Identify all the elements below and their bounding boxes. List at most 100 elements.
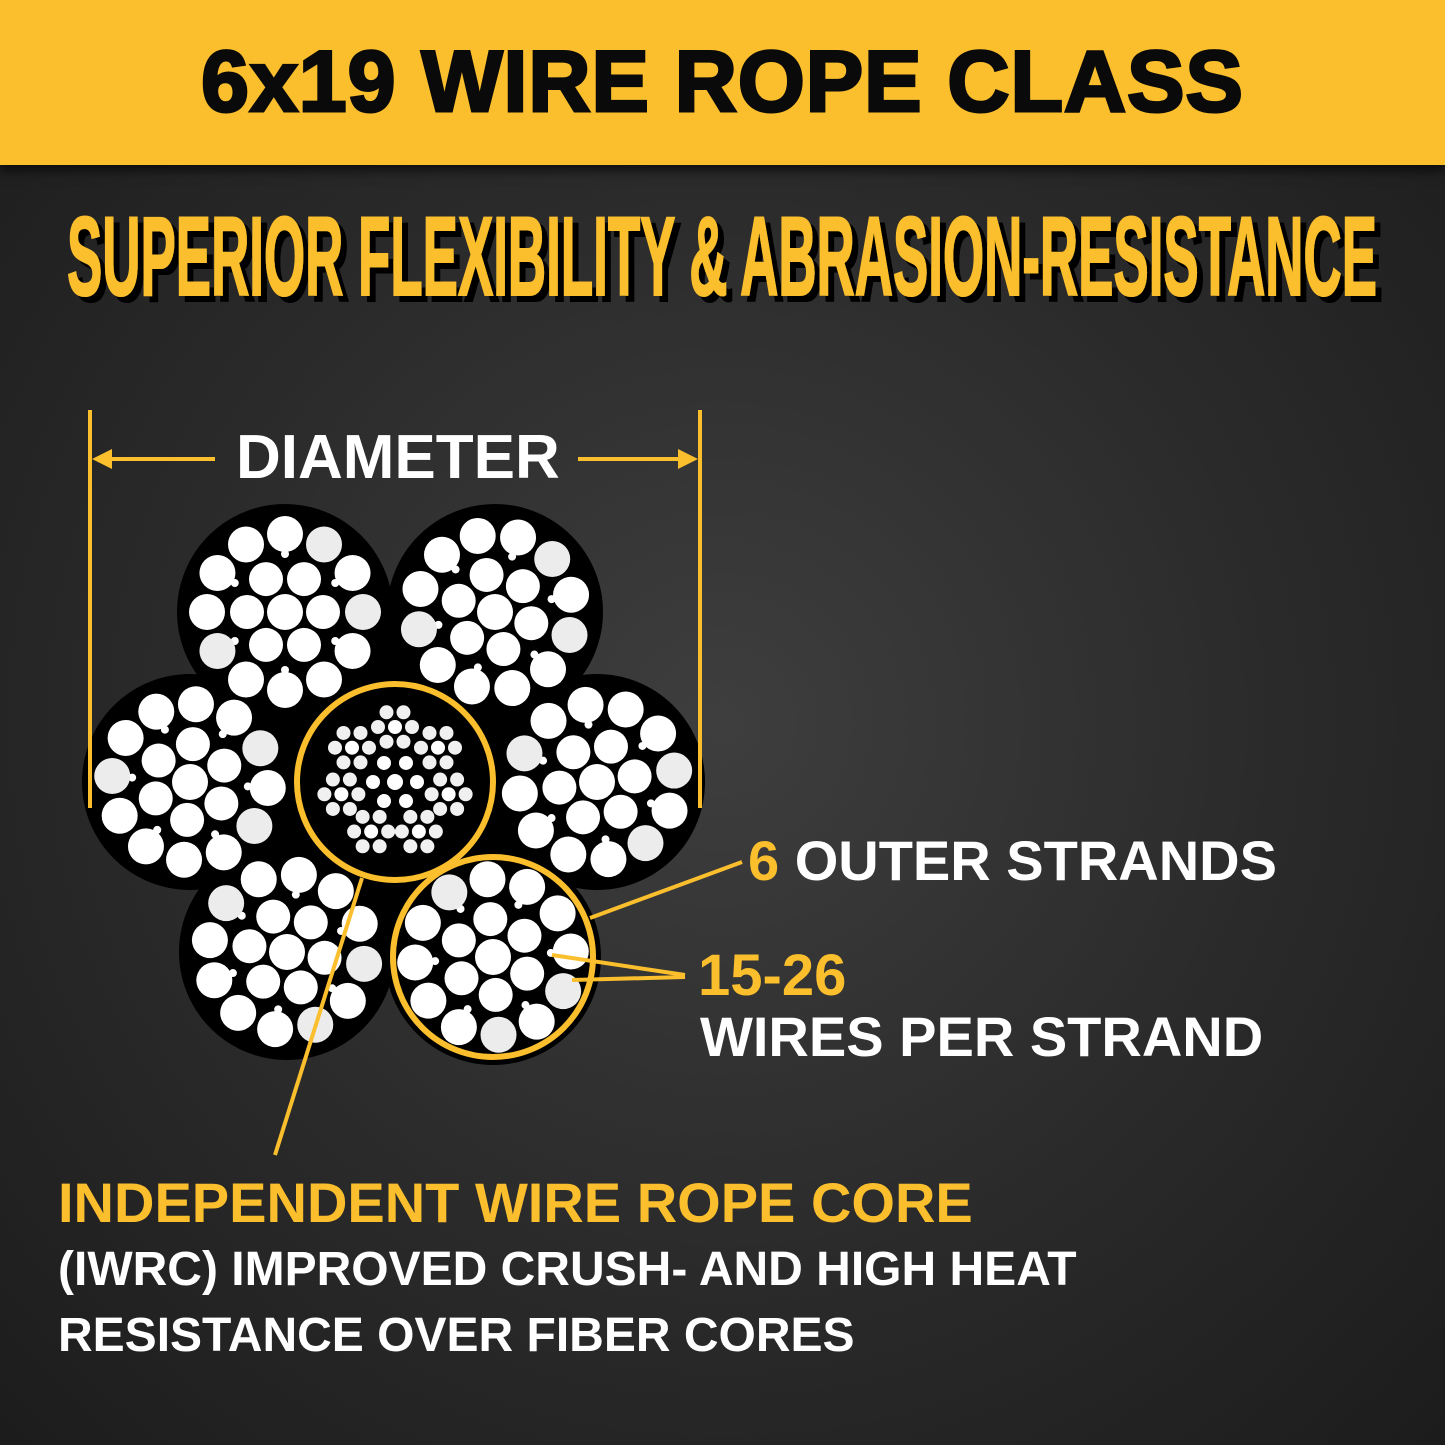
wire <box>199 633 236 669</box>
wire <box>240 861 277 898</box>
wire <box>450 620 485 655</box>
core-wire <box>342 801 357 816</box>
wire <box>441 923 476 958</box>
wire <box>402 570 439 607</box>
wire <box>552 933 589 970</box>
wire <box>550 836 587 873</box>
wire <box>500 519 537 556</box>
core-wire <box>450 772 465 787</box>
core-wire <box>403 809 418 824</box>
core-wire <box>433 772 448 787</box>
wire <box>249 627 283 662</box>
wire <box>334 555 371 591</box>
wire <box>607 691 644 728</box>
wire <box>242 730 279 767</box>
wire <box>141 743 176 778</box>
outer-strands-label: 6 OUTER STRANDS <box>748 829 1277 892</box>
core-title: INDEPENDENT WIRE ROPE CORE <box>58 1171 973 1234</box>
core-wire <box>388 720 402 734</box>
wire <box>138 781 173 816</box>
core-wire <box>411 824 426 839</box>
wire <box>593 729 628 764</box>
wire <box>603 794 638 829</box>
core-wire <box>379 734 394 749</box>
core-wire <box>441 787 456 802</box>
wire <box>267 594 303 630</box>
core-wire <box>428 824 443 839</box>
core-desc-line2: RESISTANCE OVER FIBER CORES <box>58 1309 855 1362</box>
wire <box>579 764 615 800</box>
core-wire <box>439 725 454 740</box>
core-wire <box>399 794 413 809</box>
core-wire <box>377 755 391 770</box>
wire <box>651 792 688 829</box>
core-wire <box>353 755 368 770</box>
wire <box>507 918 542 953</box>
wire <box>486 632 521 667</box>
core-pointer <box>273 877 364 1156</box>
wire <box>627 825 664 862</box>
core-wire <box>317 787 332 802</box>
core-wire <box>334 787 349 802</box>
wire <box>567 686 604 723</box>
core-wire <box>355 839 370 854</box>
arrow-left-icon <box>92 449 112 469</box>
wire <box>404 904 441 941</box>
wire <box>204 786 239 821</box>
core-wire <box>422 725 437 740</box>
core-wire <box>450 801 465 816</box>
core-wire <box>325 801 340 816</box>
wire <box>228 526 264 563</box>
core-wire <box>424 787 439 802</box>
wire <box>556 735 591 770</box>
wire <box>127 828 164 865</box>
wire <box>469 557 504 592</box>
wire <box>410 982 447 1019</box>
wire <box>469 861 506 898</box>
wire <box>539 895 576 932</box>
wire <box>94 758 131 795</box>
wire <box>551 617 588 654</box>
strand-highlight-ring <box>390 854 596 1060</box>
wires-pointer-2 <box>571 975 686 982</box>
wire <box>283 970 318 1005</box>
wire <box>553 576 590 613</box>
core-wire <box>372 839 387 854</box>
wire <box>506 735 543 772</box>
wire <box>510 956 545 991</box>
core-wire <box>403 839 418 854</box>
core-wire <box>364 824 379 839</box>
core-wire <box>458 787 473 802</box>
core-wire <box>372 809 387 824</box>
wire <box>267 672 303 708</box>
wire <box>494 670 531 707</box>
wire <box>640 715 677 752</box>
wire <box>346 945 383 982</box>
core-wire <box>433 801 448 816</box>
wire <box>534 540 571 577</box>
wire <box>441 583 476 618</box>
wire <box>306 661 342 698</box>
wire <box>530 651 567 688</box>
core-wire <box>422 755 437 770</box>
callout-lines <box>88 410 743 1156</box>
wire <box>617 759 652 794</box>
wire <box>480 1016 517 1053</box>
core-wire <box>381 824 396 839</box>
wire <box>257 1011 294 1048</box>
wire <box>172 764 208 800</box>
core-wire <box>396 705 411 720</box>
core-wire <box>431 740 446 755</box>
wire <box>306 595 340 629</box>
wire <box>189 594 225 630</box>
core-wire <box>405 720 419 734</box>
wire <box>345 594 381 630</box>
wire <box>230 595 264 629</box>
wire <box>459 517 496 554</box>
wire <box>509 868 546 905</box>
wire <box>545 973 582 1010</box>
wire <box>138 693 175 730</box>
wire <box>280 856 317 893</box>
wire <box>505 569 540 604</box>
